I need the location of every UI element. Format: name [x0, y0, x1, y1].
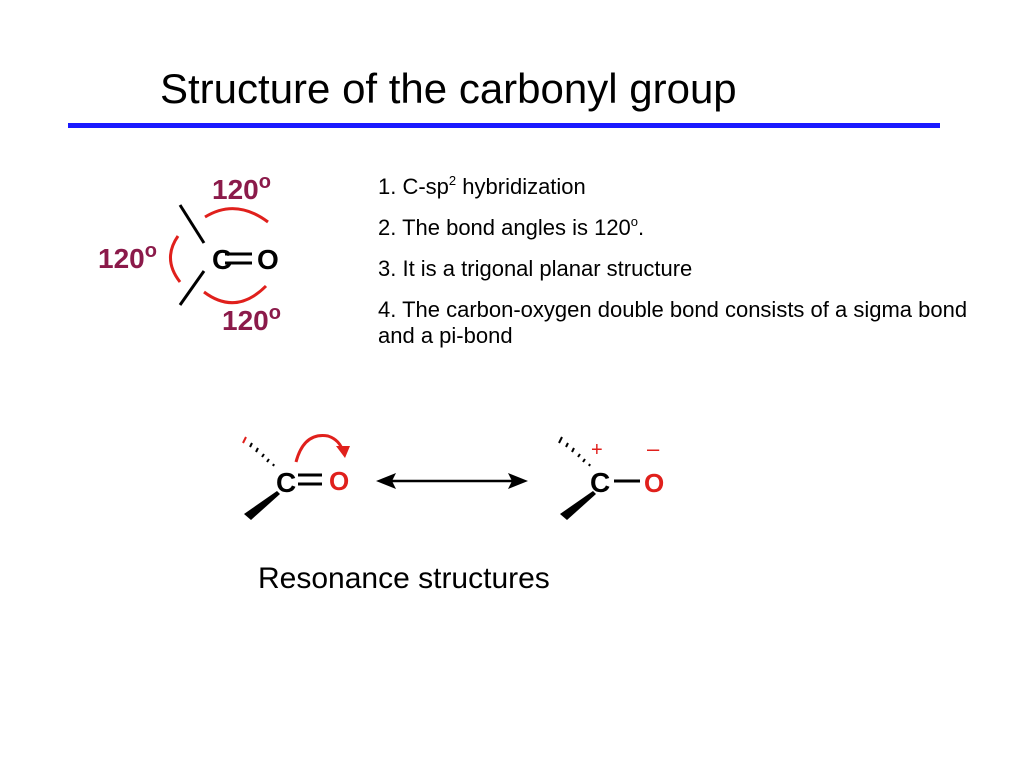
point-2: 2. The bond angles is 120o.: [378, 213, 645, 240]
properties-list: 1. C-sp2 hybridization 2. The bond angle…: [378, 174, 978, 364]
angle-label-bottom: 120o: [222, 301, 281, 336]
right-hashed-wedge: [558, 436, 591, 467]
slide-title: Structure of the carbonyl group: [160, 65, 737, 112]
negative-charge: –: [647, 436, 660, 461]
resonance-arrow-right-head: [508, 473, 528, 489]
left-hashed-wedge: [242, 436, 275, 467]
angle-arc-top: [204, 207, 269, 224]
atom-oxygen: O: [257, 244, 279, 275]
right-carbon: C: [590, 467, 610, 498]
point-4: 4. The carbon-oxygen double bond consist…: [378, 297, 968, 348]
positive-charge: +: [591, 439, 603, 461]
right-oxygen: O: [644, 468, 664, 498]
title-underline: [68, 123, 940, 128]
angle-arc-left: [169, 235, 182, 283]
resonance-arrow-left-head: [376, 473, 396, 489]
curved-electron-arrow: [294, 434, 345, 463]
point-1: 1. C-sp2 hybridization: [378, 172, 586, 199]
angle-label-top: 120o: [212, 170, 271, 205]
left-solid-wedge: [244, 491, 280, 520]
point-3: 3. It is a trigonal planar structure: [378, 256, 693, 281]
resonance-caption: Resonance structures: [258, 562, 550, 595]
left-carbon: C: [276, 467, 296, 498]
atom-carbon: C: [212, 244, 232, 275]
right-solid-wedge: [560, 491, 596, 520]
curved-arrow-head: [336, 446, 350, 458]
angle-arc-bottom: [203, 284, 268, 305]
left-oxygen: O: [329, 466, 349, 496]
upper-substituent-bond: [178, 204, 206, 244]
lower-substituent-bond: [178, 270, 206, 306]
angle-label-left: 120o: [98, 239, 157, 274]
